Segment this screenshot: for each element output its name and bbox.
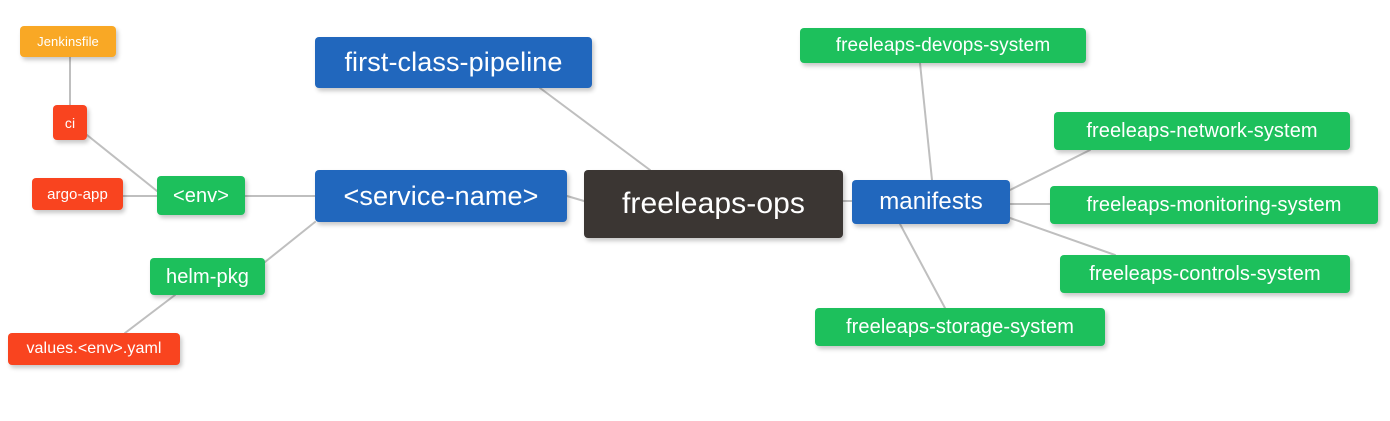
- mindmap-node-freeleaps-devops-system[interactable]: freeleaps-devops-system: [800, 28, 1086, 63]
- mindmap-node-env[interactable]: <env>: [157, 176, 245, 215]
- edge-manifests-to-freeleaps-devops-system: [919, 62, 933, 181]
- mindmap-node-freeleaps-storage-system[interactable]: freeleaps-storage-system: [815, 308, 1105, 346]
- mindmap-node-manifests[interactable]: manifests: [852, 180, 1010, 224]
- mindmap-node-helm-pkg[interactable]: helm-pkg: [150, 258, 265, 295]
- mindmap-node-freeleaps-ops[interactable]: freeleaps-ops: [584, 170, 843, 238]
- edge-first-class-pipeline-to-freeleaps-ops: [539, 87, 651, 171]
- mindmap-node-values-env-yaml[interactable]: values.<env>.yaml: [8, 333, 180, 365]
- edge-manifests-to-freeleaps-network-system: [1009, 149, 1091, 191]
- edge-helm-pkg-to-values-env-yaml: [124, 294, 176, 334]
- mindmap-node-argo-app[interactable]: argo-app: [32, 178, 123, 210]
- edge-service-name-to-helm-pkg: [264, 221, 316, 263]
- mindmap-node-freeleaps-network-system[interactable]: freeleaps-network-system: [1054, 112, 1350, 150]
- edge-manifests-to-freeleaps-storage-system: [899, 223, 946, 309]
- mindmap-node-jenkinsfile[interactable]: Jenkinsfile: [20, 26, 116, 57]
- mindmap-node-freeleaps-controls-system[interactable]: freeleaps-controls-system: [1060, 255, 1350, 293]
- mindmap-node-ci[interactable]: ci: [53, 105, 87, 140]
- mindmap-node-first-class-pipeline[interactable]: first-class-pipeline: [315, 37, 592, 88]
- mindmap-node-service-name[interactable]: <service-name>: [315, 170, 567, 222]
- mindmap-node-freeleaps-monitoring-system[interactable]: freeleaps-monitoring-system: [1050, 186, 1378, 224]
- edge-service-name-to-freeleaps-ops: [566, 195, 585, 202]
